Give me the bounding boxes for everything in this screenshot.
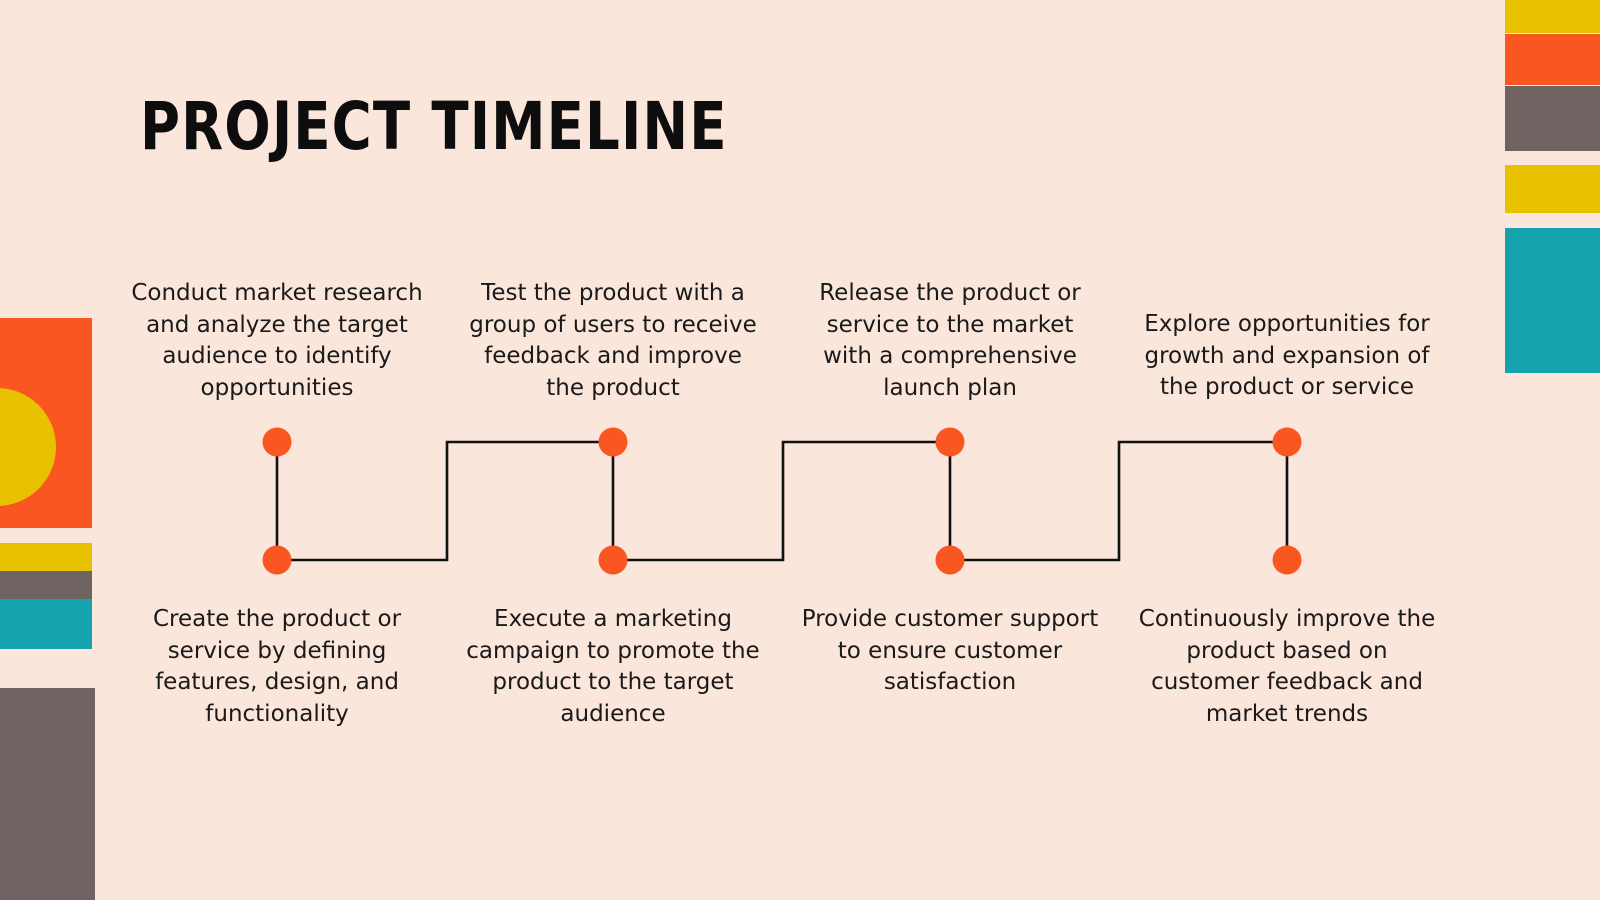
decoration-right-gray-bar (1505, 86, 1600, 151)
timeline-dot-4[interactable] (598, 545, 628, 575)
timeline-dot-group (262, 427, 1302, 575)
timeline-dot-6[interactable] (935, 545, 965, 575)
milestone-label-5: Release the product or service to the ma… (819, 280, 1081, 401)
decoration-left-gray-bar (0, 571, 92, 599)
timeline-connector-path (275, 440, 1289, 562)
timeline-dot-8[interactable] (1272, 545, 1302, 575)
page-title: PROJECT TIMELINE (140, 88, 728, 165)
decoration-left-yellow-bar (0, 543, 92, 571)
decoration-left-gray-block (0, 688, 95, 900)
timeline-dot-2[interactable] (262, 545, 292, 575)
milestone-label-1: Conduct market research and analyze the … (131, 280, 423, 401)
decoration-right-yellow-bar-1 (1505, 0, 1600, 33)
decoration-left-teal-bar (0, 599, 92, 649)
decoration-right-orange-bar (1505, 34, 1600, 85)
milestone-label-2: Create the product or service by definin… (152, 606, 402, 727)
timeline-dot-1[interactable] (262, 427, 292, 457)
timeline-dot-3[interactable] (598, 427, 628, 457)
decoration-right-yellow-bar-2 (1505, 165, 1600, 213)
milestone-label-8: Continuously improve the product based o… (1138, 606, 1436, 727)
timeline-dot-5[interactable] (935, 427, 965, 457)
milestone-label-3: Test the product with a group of users t… (469, 280, 757, 401)
milestone-label-7: Explore opportunities for growth and exp… (1144, 311, 1430, 400)
timeline-dot-7[interactable] (1272, 427, 1302, 457)
decoration-right-teal-block (1505, 228, 1600, 373)
milestone-label-6: Provide customer support to ensure custo… (801, 606, 1099, 695)
milestone-label-4: Execute a marketing campaign to promote … (466, 606, 760, 727)
